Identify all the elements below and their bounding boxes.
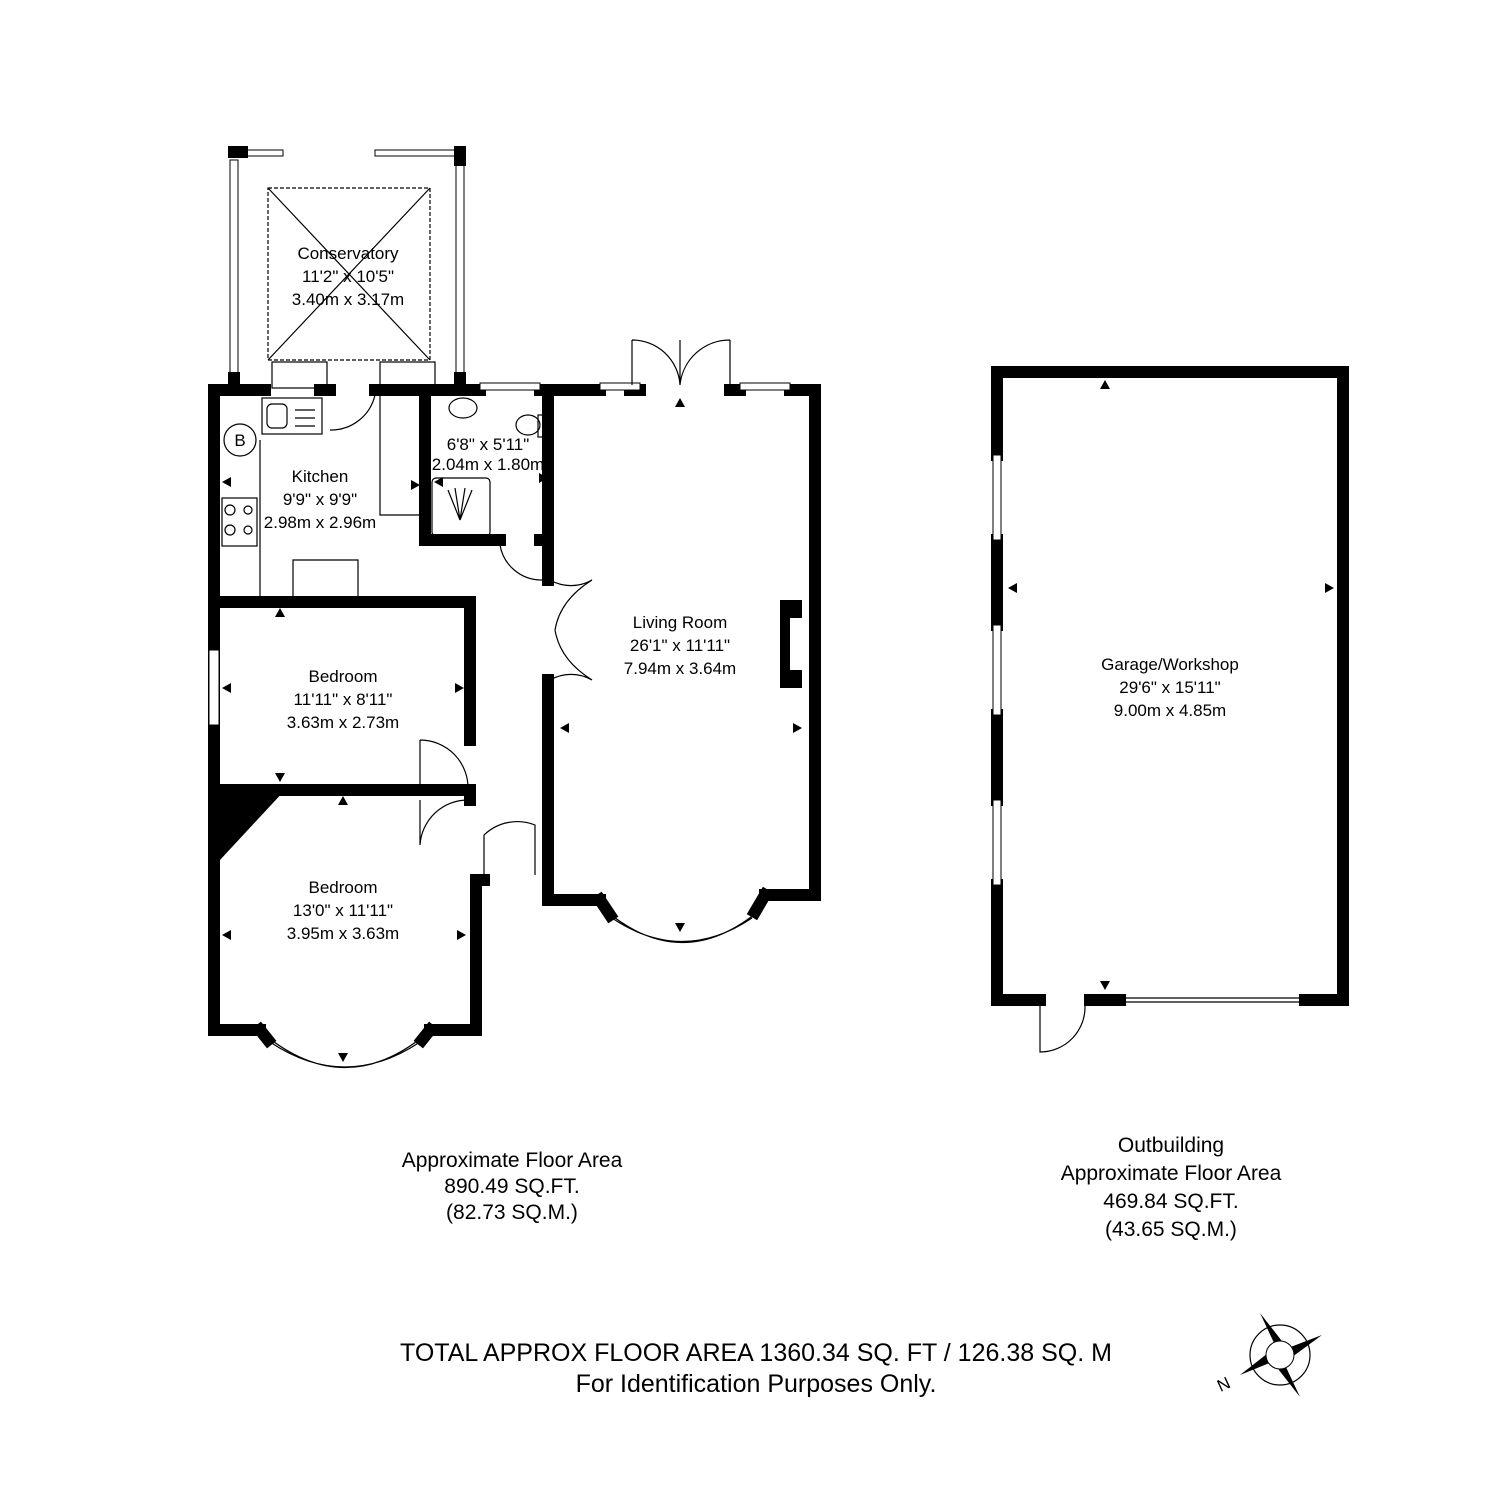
living-room-name: Living Room	[633, 613, 728, 632]
hob-icon	[221, 497, 258, 547]
boiler-label: B	[234, 431, 245, 450]
main-area-label: Approximate Floor Area	[402, 1149, 623, 1172]
basin-icon	[448, 397, 478, 419]
conservatory-imperial: 11'2" x 10'5"	[302, 267, 394, 286]
bedroom1-imperial: 11'11" x 8'11"	[294, 690, 393, 709]
conservatory-name: Conservatory	[297, 244, 399, 263]
bedroom2-name: Bedroom	[309, 878, 378, 897]
kitchen-name: Kitchen	[292, 467, 349, 486]
toilet-icon	[515, 414, 541, 436]
outbuilding-title: Outbuilding	[1118, 1134, 1224, 1157]
shower-icon	[431, 477, 491, 537]
bedroom2-imperial: 13'0" x 11'11"	[293, 901, 393, 920]
sink-icon	[261, 397, 323, 435]
kitchen-metric: 2.98m x 2.96m	[264, 513, 376, 532]
total-area: TOTAL APPROX FLOOR AREA 1360.34 SQ. FT /…	[400, 1339, 1112, 1367]
garage-metric: 9.00m x 4.85m	[1114, 701, 1226, 720]
main-area-sqm: (82.73 SQ.M.)	[446, 1201, 578, 1224]
compass-north-label: N	[1214, 1373, 1233, 1395]
outbuilding-area-label: Approximate Floor Area	[1061, 1162, 1282, 1185]
compass-icon: N	[1214, 1313, 1322, 1397]
main-house-walls	[208, 382, 821, 1069]
main-area-sqft: 890.49 SQ.FT.	[444, 1175, 579, 1198]
shower-room-imperial: 6'8" x 5'11"	[447, 435, 530, 454]
shower-room-metric: 2.04m x 1.80m	[432, 455, 544, 474]
fixtures: B	[221, 339, 731, 880]
garage-name: Garage/Workshop	[1101, 655, 1239, 674]
garage-imperial: 29'6" x 15'11"	[1119, 678, 1220, 697]
bedroom2-metric: 3.95m x 3.63m	[287, 924, 399, 943]
bedroom1-metric: 3.63m x 2.73m	[287, 713, 399, 732]
dimension-markers	[222, 380, 1334, 1062]
conservatory-metric: 3.40m x 3.17m	[292, 290, 404, 309]
identification-note: For Identification Purposes Only.	[576, 1370, 937, 1398]
kitchen-imperial: 9'9" x 9'9"	[283, 490, 357, 509]
outbuilding-area-sqft: 469.84 SQ.FT.	[1103, 1190, 1238, 1213]
living-room-metric: 7.94m x 3.64m	[624, 659, 736, 678]
living-room-imperial: 26'1" x 11'11"	[630, 636, 730, 655]
outbuilding-area-sqm: (43.65 SQ.M.)	[1105, 1218, 1237, 1241]
boiler-icon	[223, 423, 257, 457]
garage-walls	[991, 366, 1349, 1053]
bedroom1-name: Bedroom	[309, 667, 378, 686]
